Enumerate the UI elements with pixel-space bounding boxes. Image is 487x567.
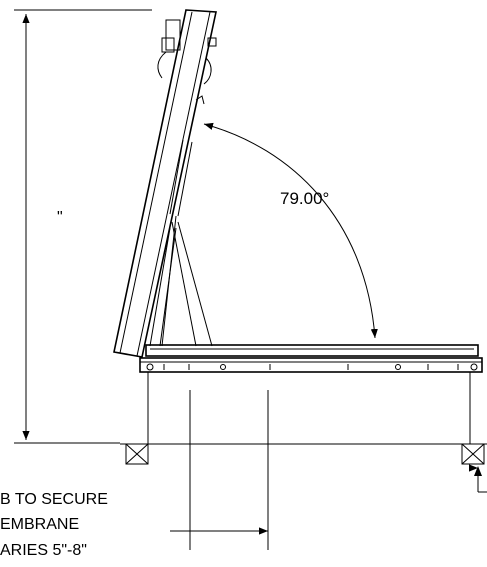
note-text: B TO SECURE EMBRANE ARIES 5"-8" (0, 491, 108, 559)
height-dimension-label: " (57, 209, 63, 226)
base-blocks (120, 443, 487, 465)
membrane-dimension (170, 390, 269, 550)
angle-dimension: 79.00° (203, 122, 378, 339)
latch-hardware (157, 19, 217, 105)
angle-label: 79.00° (280, 189, 329, 208)
leader-arrow (474, 466, 487, 493)
height-dimension: " (14, 9, 152, 444)
open-lid (113, 9, 217, 358)
note-line-3: ARIES 5"-8" (0, 542, 87, 559)
note-line-1: B TO SECURE (0, 491, 108, 508)
note-line-2: EMBRANE (0, 516, 79, 533)
support-arms (149, 221, 213, 347)
curb-frame (139, 344, 483, 445)
